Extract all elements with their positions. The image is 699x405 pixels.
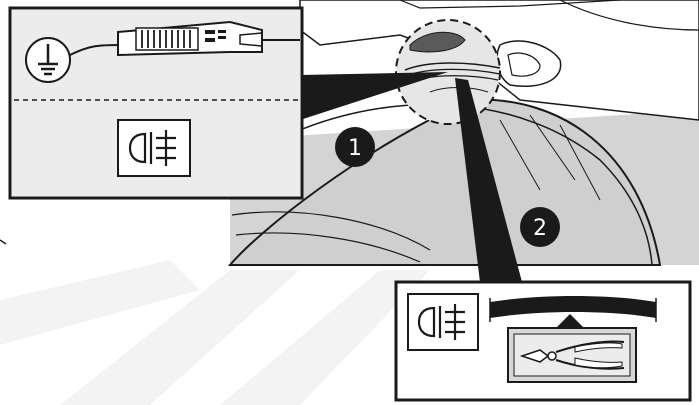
- rear-fog-light-icon: [408, 294, 478, 350]
- callout-1-label: 1: [348, 136, 362, 161]
- background-swooshes: [0, 260, 430, 405]
- inset-test-procedure: [10, 8, 302, 198]
- callout-2: 2: [520, 207, 560, 247]
- ground-symbol-icon: [26, 38, 70, 82]
- callout-1: 1: [335, 127, 375, 167]
- callout-2-label: 2: [533, 216, 547, 241]
- side-cutter-pliers-icon: [508, 328, 636, 382]
- rear-fog-light-icon: [118, 120, 190, 176]
- inset-cut-wire: [396, 282, 690, 400]
